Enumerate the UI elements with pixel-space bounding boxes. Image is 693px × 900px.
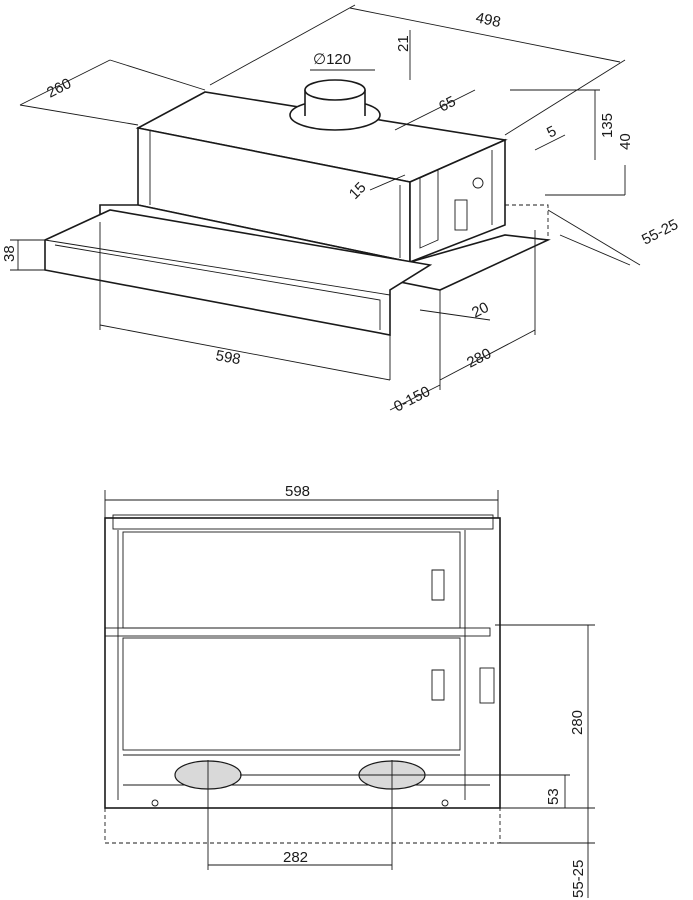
duct-outlet xyxy=(304,79,366,101)
body-side-face xyxy=(409,138,506,264)
dim-598-bottom: 598 xyxy=(285,483,310,500)
dim-65: 65 xyxy=(436,93,459,116)
dim-282: 282 xyxy=(283,849,308,866)
dim-598-top: 598 xyxy=(214,347,242,368)
dim-20: 20 xyxy=(469,299,492,322)
hood-outline xyxy=(104,517,501,809)
dim-21: 21 xyxy=(395,35,412,52)
dim-135: 135 xyxy=(599,113,616,138)
grease-filter-rear xyxy=(122,637,461,751)
dim-5: 5 xyxy=(544,123,559,142)
dim-55-25-bottom: 55-25 xyxy=(570,860,587,898)
bottom-view: 598 280 53 282 55-25 xyxy=(104,483,595,898)
dim-280-bottom: 280 xyxy=(569,710,586,735)
dim-40: 40 xyxy=(617,133,634,150)
dim-55-25-top: 55-25 xyxy=(639,216,681,249)
dim-0-150: 0-150 xyxy=(391,383,433,416)
dim-38: 38 xyxy=(1,245,18,262)
dim-260: 260 xyxy=(44,75,74,102)
dim-498: 498 xyxy=(474,9,502,31)
isometric-view: 498 260 ∅120 21 65 5 135 40 15 55-25 38 … xyxy=(1,4,681,416)
dim-53: 53 xyxy=(545,788,562,805)
dim-duct-diameter: ∅120 xyxy=(313,51,351,68)
grease-filter-front xyxy=(122,531,461,629)
dim-280-top: 280 xyxy=(464,345,494,372)
